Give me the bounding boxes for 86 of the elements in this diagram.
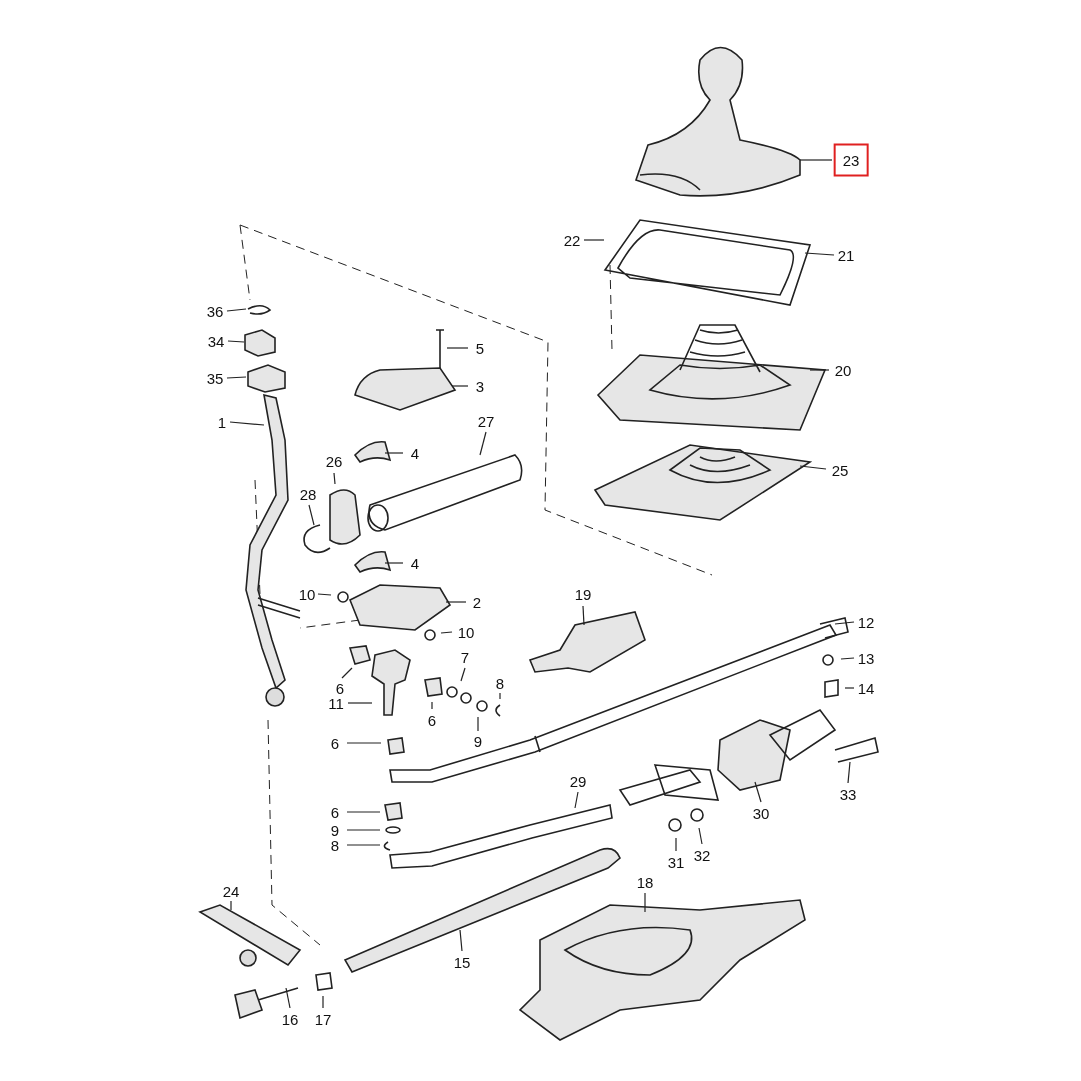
callout-number: 29 — [569, 772, 587, 790]
highlighted-callout-number: 23 — [833, 143, 869, 177]
leader-line — [445, 601, 467, 603]
leader-line — [346, 829, 381, 831]
callout-number: 18 — [636, 873, 654, 891]
leader-line — [574, 791, 579, 809]
callout-number: 31 — [667, 853, 685, 871]
leader-line — [834, 621, 855, 625]
callout-number: 28 — [299, 485, 317, 503]
callout-number: 10 — [298, 585, 316, 603]
callout-number: 15 — [453, 953, 471, 971]
callout-number: 36 — [206, 302, 224, 320]
callout-number: 2 — [472, 593, 482, 611]
leader-line — [675, 837, 677, 852]
callout-number: 13 — [857, 649, 875, 667]
callout-number: 11 — [328, 694, 344, 712]
callout-number: 6 — [427, 711, 437, 729]
leader-line — [844, 687, 855, 689]
callout-number: 19 — [574, 585, 592, 603]
callout-number: 7 — [460, 648, 470, 666]
leader-line — [754, 781, 762, 803]
leader-line — [582, 605, 585, 626]
leader-line — [226, 376, 247, 379]
leader-line — [799, 159, 833, 161]
leader-line — [460, 667, 466, 682]
leader-line — [477, 716, 479, 732]
leader-line — [347, 702, 373, 704]
callout-number: 20 — [834, 361, 852, 379]
leader-line — [384, 562, 404, 564]
leader-line — [230, 900, 232, 911]
callout-number: 22 — [563, 231, 581, 249]
callout-number: 6 — [335, 679, 345, 697]
leader-line — [499, 692, 501, 700]
leader-line — [440, 631, 453, 634]
leader-line — [322, 995, 324, 1009]
callout-number: 8 — [330, 836, 340, 854]
callout-number: 30 — [752, 804, 770, 822]
leader-line — [285, 987, 291, 1009]
leader-line — [809, 369, 830, 371]
leader-line — [384, 452, 404, 454]
callout-number: 9 — [330, 821, 340, 839]
leader-line — [451, 385, 469, 387]
callout-number: 10 — [457, 623, 475, 641]
leader-line — [346, 844, 381, 846]
leader-line — [431, 701, 433, 710]
callout-number: 17 — [314, 1010, 332, 1028]
callout-number: 3 — [475, 377, 485, 395]
leader-line — [698, 827, 703, 845]
leader-line — [799, 465, 827, 470]
leader-line — [333, 472, 336, 485]
callout-number: 4 — [410, 444, 420, 462]
callout-number: 5 — [475, 339, 485, 357]
leader-line — [308, 504, 315, 526]
leader-line — [446, 347, 469, 349]
callout-number: 16 — [281, 1010, 299, 1028]
callout-number: 6 — [330, 734, 340, 752]
leader-line — [229, 421, 265, 426]
callout-number: 25 — [831, 461, 849, 479]
callout-number: 21 — [837, 246, 855, 264]
callout-number: 12 — [857, 613, 875, 631]
callout-number: 32 — [693, 846, 711, 864]
leader-line — [226, 308, 247, 312]
callout-number: 24 — [222, 882, 240, 900]
callout-number: 33 — [839, 785, 857, 803]
leader-line — [644, 892, 646, 913]
leader-line — [583, 239, 605, 241]
callout-number: 8 — [495, 674, 505, 692]
callout-number: 9 — [473, 732, 483, 750]
leader-line — [341, 667, 353, 679]
leader-line — [847, 761, 851, 784]
leader-line — [227, 340, 245, 343]
callout-number: 6 — [330, 803, 340, 821]
callout-number: 27 — [477, 412, 495, 430]
leader-line — [346, 811, 381, 813]
callout-number: 1 — [217, 413, 227, 431]
leader-line — [840, 657, 855, 660]
callout-number: 35 — [206, 369, 224, 387]
leader-line — [346, 742, 382, 744]
leader-line — [804, 252, 835, 256]
leader-line — [459, 929, 463, 952]
callout-number: 34 — [207, 332, 225, 350]
leader-line — [479, 431, 487, 456]
callout-number: 26 — [325, 452, 343, 470]
callout-number: 14 — [857, 679, 875, 697]
callout-number: 4 — [410, 554, 420, 572]
leader-line — [317, 593, 332, 596]
